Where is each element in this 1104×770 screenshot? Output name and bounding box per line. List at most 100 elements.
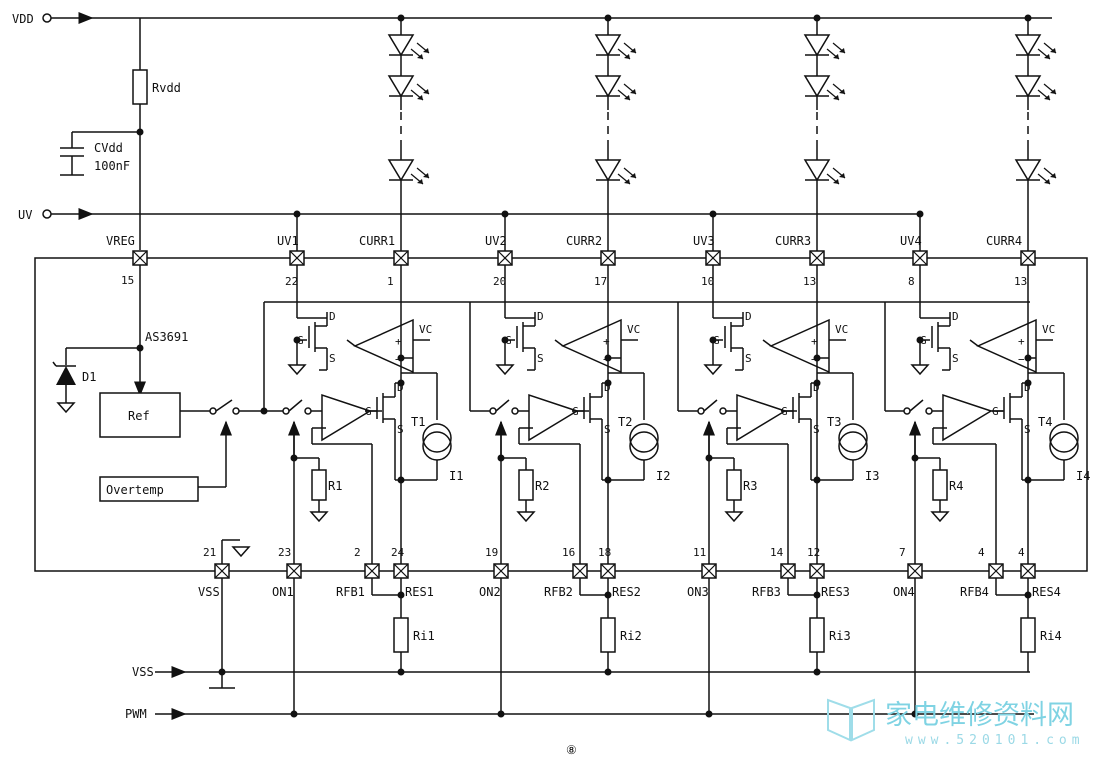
res-pin-number: 4	[1018, 546, 1025, 559]
output-mosfet-t3: DGS	[781, 381, 820, 436]
overtemp-block: Overtemp	[99, 476, 226, 502]
vc-comparator: VC+−	[346, 318, 432, 374]
pwm-net-label: PWM	[125, 707, 147, 721]
enable-switch	[677, 302, 737, 458]
pin-curr3	[809, 250, 825, 266]
output-mosfet-t2: DGS	[572, 381, 611, 436]
led-channel-1: UV122CURR11DGSVC+−DGST1I1R123ON12RFB124R…	[264, 14, 463, 718]
vss-pin: 21 VSS	[198, 539, 251, 689]
vc-comparator: VC+−	[969, 318, 1055, 374]
pin-uv2	[497, 250, 513, 266]
ri-sense-resistor	[809, 617, 825, 653]
ri-sense-resistor	[600, 617, 616, 653]
r-pulldown	[726, 469, 742, 501]
mosfet-drain-label: D	[329, 310, 336, 323]
rvdd-resistor	[132, 69, 148, 105]
led-channel-3: UV310CURR313DGSVC+−DGST3I3R311ON314RFB31…	[677, 14, 879, 718]
current-source	[838, 423, 868, 453]
watermark-text: 家电维修资料网	[885, 700, 1074, 731]
on-pin-label: ON3	[687, 585, 709, 599]
reference-block: Ref	[99, 392, 264, 487]
pin-uv3	[705, 250, 721, 266]
cvdd-label: CVdd	[94, 141, 123, 155]
rfb-pin-number: 16	[562, 546, 575, 559]
rfb-pin-number: 4	[978, 546, 985, 559]
rfb-pin-label: RFB1	[336, 585, 365, 599]
pin-res4	[1020, 563, 1036, 579]
uv-pin-number: 8	[908, 275, 915, 288]
led-diode	[803, 159, 846, 185]
r-label: R1	[328, 479, 342, 493]
led-diode	[803, 34, 846, 60]
rfb-pin-number: 2	[354, 546, 361, 559]
pin-curr1	[393, 250, 409, 266]
t-label: T3	[827, 415, 841, 429]
vss-net-label: VSS	[132, 665, 154, 679]
cvdd-value: 100nF	[94, 159, 130, 173]
r-pulldown	[518, 469, 534, 501]
comparator-plus: +	[811, 335, 818, 348]
overtemp-label: Overtemp	[106, 483, 164, 497]
pin-res2	[600, 563, 616, 579]
curr-pin-number: 13	[803, 275, 816, 288]
uv-pin-number: 22	[285, 275, 298, 288]
mosfet-drain-label: D	[952, 310, 959, 323]
r-pulldown	[932, 469, 948, 501]
enable-switch	[469, 302, 529, 458]
led-diode	[1014, 34, 1057, 60]
pin-curr4	[1020, 250, 1036, 266]
pin-rfb2	[572, 563, 588, 579]
led-diode	[594, 159, 637, 185]
pin-rfb3	[780, 563, 796, 579]
uv-pin-label: UV2	[485, 234, 507, 248]
curr-pin-number: 17	[594, 275, 607, 288]
watermark: 家电维修资料网 www.520101.com	[827, 698, 1080, 748]
ri-label: Ri3	[829, 629, 851, 643]
pin-on1	[286, 563, 302, 579]
i-label: I2	[656, 469, 670, 483]
curr-pin-number: 13	[1014, 275, 1027, 288]
on-pin-label: ON1	[272, 585, 294, 599]
uv-rail: UV	[18, 208, 920, 222]
res-pin-label: RES1	[405, 585, 434, 599]
figure-number: ⑧	[566, 743, 577, 757]
on-pin-label: ON2	[479, 585, 501, 599]
t-label: T2	[618, 415, 632, 429]
uv-pin-label: UV1	[277, 234, 299, 248]
vdd-rail: VDD	[12, 12, 1052, 26]
mosfet-drain-label: D	[745, 310, 752, 323]
on-pin-number: 7	[899, 546, 906, 559]
i-label: I3	[865, 469, 879, 483]
mosfet-source-label: S	[329, 352, 336, 365]
led-diode	[387, 34, 430, 60]
on-pin-number: 19	[485, 546, 498, 559]
vss-pin-label: VSS	[198, 585, 220, 599]
r-label: R3	[743, 479, 757, 493]
res-pin-label: RES3	[821, 585, 850, 599]
rfb-pin-label: RFB2	[544, 585, 573, 599]
pin-on3	[701, 563, 717, 579]
uv-label: UV	[18, 208, 32, 222]
vreg-label: VREG	[106, 234, 135, 248]
uv-pin-number: 20	[493, 275, 506, 288]
pwm-rail: PWM	[125, 707, 1034, 721]
led-diode	[594, 75, 637, 101]
rfb-pin-label: RFB4	[960, 585, 989, 599]
ri-sense-resistor	[1020, 617, 1036, 653]
res-pin-number: 12	[807, 546, 820, 559]
vc-label: VC	[627, 323, 640, 336]
mosfet-source-label: S	[537, 352, 544, 365]
led-diode	[1014, 75, 1057, 101]
vss-pin-number: 21	[203, 546, 216, 559]
output-mosfet-t1: DGS	[365, 381, 404, 436]
pin-res3	[809, 563, 825, 579]
ri-label: Ri2	[620, 629, 642, 643]
zener-d1: D1	[52, 347, 140, 414]
vc-label: VC	[419, 323, 432, 336]
pin-rfb4	[988, 563, 1004, 579]
led-diode	[387, 75, 430, 101]
i-label: I4	[1076, 469, 1090, 483]
mosfet-source-label: S	[952, 352, 959, 365]
led-diode	[594, 34, 637, 60]
